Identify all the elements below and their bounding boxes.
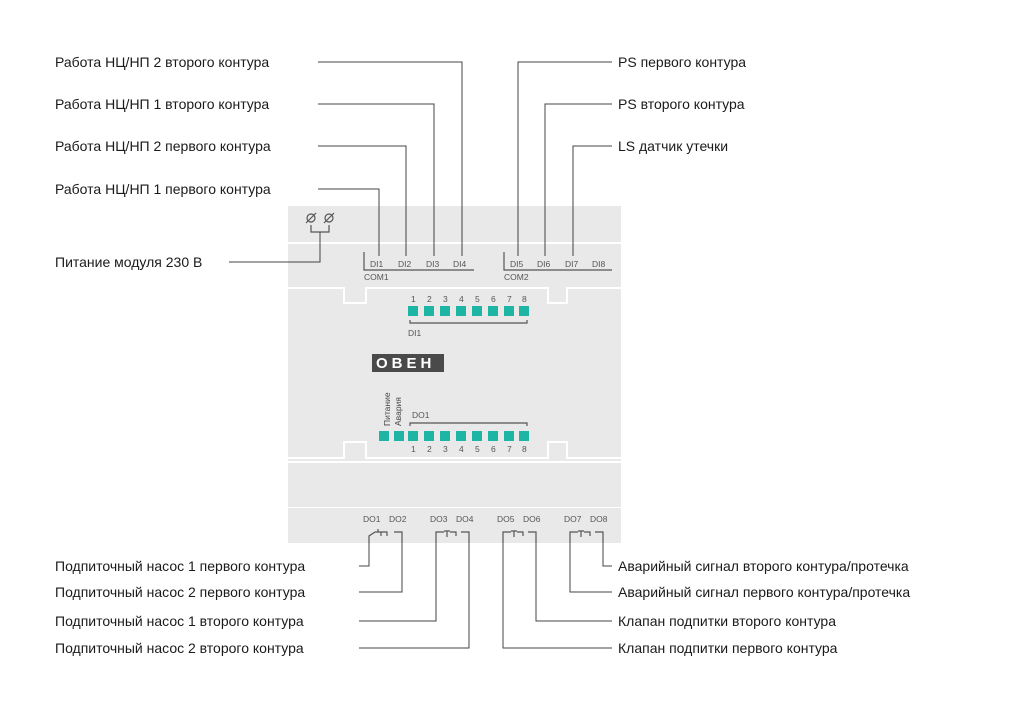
wires [229, 61, 612, 649]
label-pump2-circuit2-work: Работа НЦ/НП 2 второго контура [55, 54, 269, 70]
bottom-terminal-strip [288, 508, 621, 543]
di-led [456, 306, 466, 316]
label-ps-circuit2: PS второго контура [618, 96, 745, 112]
do-led [519, 431, 529, 441]
terminal-do7: DO7 [564, 514, 582, 524]
label-makeup-pump2-circuit1: Подпиточный насос 2 первого контура [55, 584, 305, 600]
do-led [504, 431, 514, 441]
label-ls-leak-sensor: LS датчик утечки [618, 138, 728, 154]
relay-symbols [368, 529, 604, 543]
do-led-number: 1 [411, 444, 416, 454]
terminal-di5: DI5 [510, 259, 524, 269]
label-makeup-pump1-circuit2: Подпиточный насос 1 второго контура [55, 613, 304, 629]
com2-bracket [503, 252, 612, 271]
terminal-com2: COM2 [504, 272, 529, 282]
device-module: DI1 DI2 DI3 DI4 DI5 DI6 DI7 DI8 COM1 COM… [288, 206, 621, 543]
di-led-number: 5 [475, 294, 480, 304]
di-led-number: 2 [427, 294, 432, 304]
alarm-led [394, 431, 404, 441]
do-leds [408, 431, 529, 441]
status-alarm-label: Авария [393, 397, 403, 426]
do-led [472, 431, 482, 441]
do-led [456, 431, 466, 441]
do-led-number: 4 [459, 444, 464, 454]
power-led [379, 431, 389, 441]
logo-text: ОВЕН [376, 355, 435, 372]
terminal-do1: DO1 [363, 514, 381, 524]
di-led [519, 306, 529, 316]
terminal-di8: DI8 [592, 259, 606, 269]
di-led-number: 8 [522, 294, 527, 304]
label-valve-circuit2: Клапан подпитки второго контура [618, 613, 836, 629]
di-led-number: 1 [411, 294, 416, 304]
do-led-numbers: 1 2 3 4 5 6 7 8 [411, 444, 527, 454]
status-power-label: Питание [382, 392, 392, 426]
do-led [424, 431, 434, 441]
top-right-labels: PS первого контура PS второго контура LS… [618, 54, 746, 154]
terminal-di4: DI4 [453, 259, 467, 269]
label-ps-circuit1: PS первого контура [618, 54, 746, 70]
terminal-di1: DI1 [370, 259, 384, 269]
oven-logo: ОВЕН [372, 354, 444, 372]
terminal-di2: DI2 [398, 259, 412, 269]
do-group-label: DO1 [412, 410, 430, 420]
do-led-number: 5 [475, 444, 480, 454]
di-led [504, 306, 514, 316]
label-makeup-pump1-circuit1: Подпиточный насос 1 первого контура [55, 558, 305, 574]
label-alarm-circuit1: Аварийный сигнал первого контура/протечк… [618, 584, 910, 600]
label-alarm-circuit2: Аварийный сигнал второго контура/протечк… [618, 558, 909, 574]
terminal-com1: COM1 [364, 272, 389, 282]
terminal-do2: DO2 [389, 514, 407, 524]
do-led [440, 431, 450, 441]
top-left-labels: Работа НЦ/НП 2 второго контура Работа НЦ… [55, 54, 271, 197]
power-terminals [305, 212, 335, 233]
terminal-di7: DI7 [565, 259, 579, 269]
do-led-number: 3 [443, 444, 448, 454]
bottom-left-labels: Подпиточный насос 1 первого контура Подп… [55, 558, 305, 656]
label-pump2-circuit1-work: Работа НЦ/НП 2 первого контура [55, 138, 271, 154]
do-led-number: 2 [427, 444, 432, 454]
di-led-number: 7 [507, 294, 512, 304]
do-led-number: 7 [507, 444, 512, 454]
di-led [424, 306, 434, 316]
label-module-power: Питание модуля 230 В [55, 254, 202, 270]
terminal-do6: DO6 [523, 514, 541, 524]
label-pump1-circuit1-work: Работа НЦ/НП 1 первого контура [55, 181, 271, 197]
do-led [488, 431, 498, 441]
di-led [472, 306, 482, 316]
di-led [408, 306, 418, 316]
di-led-numbers: 1 2 3 4 5 6 7 8 [411, 294, 527, 304]
status-leds [379, 431, 404, 441]
terminal-di3: DI3 [426, 259, 440, 269]
di-led-number: 4 [459, 294, 464, 304]
di-led [488, 306, 498, 316]
com1-bracket [363, 252, 474, 271]
di-led-number: 6 [491, 294, 496, 304]
di-led [440, 306, 450, 316]
terminal-do4: DO4 [456, 514, 474, 524]
bottom-right-labels: Аварийный сигнал второго контура/протечк… [618, 558, 910, 656]
do-led-number: 8 [522, 444, 527, 454]
label-valve-circuit1: Клапан подпитки первого контура [618, 640, 838, 656]
label-makeup-pump2-circuit2: Подпиточный насос 2 второго контура [55, 640, 304, 656]
di-leds [408, 306, 529, 316]
di-led-number: 3 [443, 294, 448, 304]
terminal-do8: DO8 [590, 514, 608, 524]
do-led-number: 6 [491, 444, 496, 454]
terminal-do5: DO5 [497, 514, 515, 524]
terminal-do3: DO3 [430, 514, 448, 524]
label-pump1-circuit2-work: Работа НЦ/НП 1 второго контура [55, 96, 269, 112]
terminal-di6: DI6 [537, 259, 551, 269]
di-group-label: DI1 [408, 328, 422, 338]
do-led [408, 431, 418, 441]
